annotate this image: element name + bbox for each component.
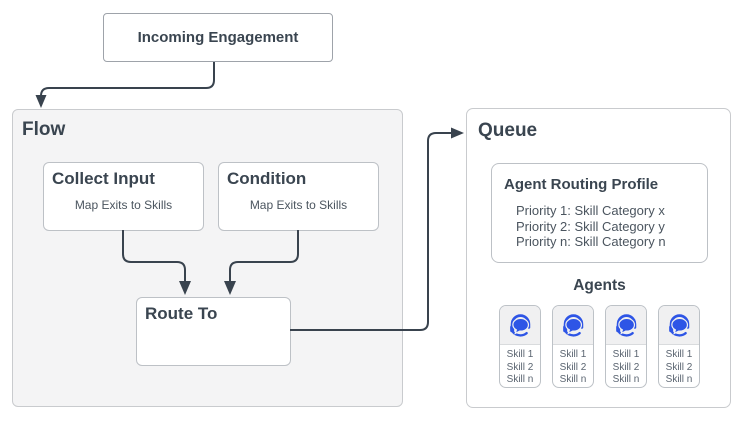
headset-band [510, 313, 530, 331]
agents-section: Agents Skill 1 Skill 2 Skill [491, 277, 708, 388]
agent-headset-icon [668, 313, 689, 337]
connector-incoming-to-flow [40, 62, 215, 98]
agent-icon-box [500, 306, 540, 345]
agent-skill: Skill n [559, 374, 587, 385]
routing-priority-line: Priority 1: Skill Category x [516, 203, 665, 218]
headset-mic-arm [616, 329, 634, 337]
flow-label: Flow [22, 119, 66, 140]
agent-skill: Skill n [506, 374, 534, 385]
speech-bubble [511, 317, 529, 335]
agent-skill: Skill 2 [559, 361, 587, 373]
queue-label: Queue [478, 120, 538, 141]
agent-skill-list: Skill 1 Skill 2 Skill n [553, 345, 593, 387]
agent-skill: Skill 1 [612, 349, 640, 360]
queue-container: Queue Agent Routing Profile Priority 1: … [466, 108, 731, 408]
condition-title: Condition [227, 169, 307, 188]
arrowhead-into-flow [35, 95, 47, 108]
agents-row: Skill 1 Skill 2 Skill n [491, 305, 708, 388]
collect-input-title: Collect Input [52, 169, 155, 188]
arrowhead-into-queue [451, 127, 464, 139]
agent-icon-box [606, 306, 646, 345]
agents-heading: Agents [573, 277, 626, 294]
collect-input-subtitle: Map Exits to Skills [74, 198, 173, 212]
condition-subtitle: Map Exits to Skills [249, 198, 348, 212]
agent-skill-list: Skill 1 Skill 2 Skill n [606, 345, 646, 387]
agent-card: Skill 1 Skill 2 Skill n [605, 305, 647, 388]
speech-bubble [670, 317, 688, 335]
flow-container: Flow Collect Input Map Exits to Skills C… [12, 109, 403, 407]
agent-card: Skill 1 Skill 2 Skill n [499, 305, 541, 388]
headset-mic-arm [669, 329, 687, 337]
agent-skill: Skill 1 [559, 349, 587, 360]
agent-headset-icon [615, 313, 636, 337]
incoming-engagement-node: Incoming Engagement [103, 13, 333, 62]
speech-bubble [617, 317, 635, 335]
headset-mic-arm [563, 329, 581, 337]
routing-priority-line: Priority n: Skill Category n [516, 234, 666, 249]
agent-headset-icon [562, 313, 583, 337]
collect-input-node: Collect Input Map Exits to Skills [43, 162, 204, 231]
agent-skill: Skill n [665, 374, 693, 385]
agent-skill: Skill n [612, 374, 640, 385]
agent-routing-profile-box: Agent Routing Profile Priority 1: Skill … [491, 163, 708, 263]
routing-priority-line: Priority 2: Skill Category y [516, 218, 665, 234]
agent-skill: Skill 2 [612, 361, 640, 373]
agent-skill: Skill 1 [506, 349, 534, 360]
agent-headset-icon [509, 313, 530, 337]
agent-routing-profile-title: Agent Routing Profile [504, 176, 659, 193]
routing-priority-list: Priority 1: Skill Category x Priority 2:… [492, 193, 707, 250]
agent-skill: Skill 1 [665, 349, 693, 360]
agent-skill: Skill 2 [506, 361, 534, 373]
headset-mic-arm [510, 329, 528, 337]
agent-card: Skill 1 Skill 2 Skill n [658, 305, 700, 388]
agent-icon-box [553, 306, 593, 345]
agent-skill-list: Skill 1 Skill 2 Skill n [500, 345, 540, 387]
headset-band [616, 313, 636, 331]
agent-icon-box [659, 306, 699, 345]
route-to-title: Route To [145, 304, 218, 323]
agent-card: Skill 1 Skill 2 Skill n [552, 305, 594, 388]
route-to-node: Route To [136, 297, 291, 366]
agent-skill: Skill 2 [665, 361, 693, 373]
incoming-engagement-label: Incoming Engagement [137, 29, 299, 46]
speech-bubble [564, 317, 582, 335]
condition-node: Condition Map Exits to Skills [218, 162, 379, 231]
headset-band [669, 313, 689, 331]
headset-band [563, 313, 583, 331]
agent-skill-list: Skill 1 Skill 2 Skill n [659, 345, 699, 387]
